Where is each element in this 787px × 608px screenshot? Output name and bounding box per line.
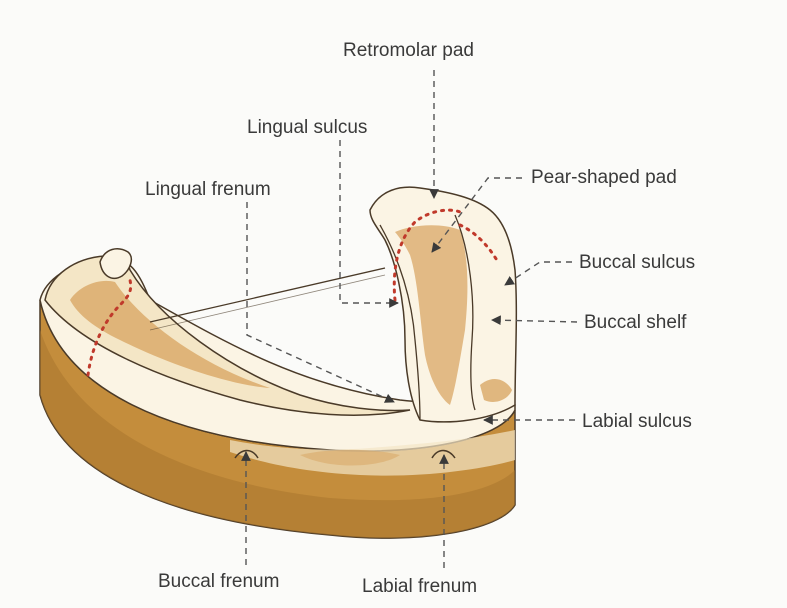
- label-labial-frenum: Labial frenum: [362, 577, 477, 596]
- label-buccal-frenum: Buccal frenum: [158, 572, 279, 591]
- label-labial-sulcus: Labial sulcus: [582, 412, 692, 431]
- label-lingual-sulcus: Lingual sulcus: [247, 118, 367, 137]
- label-pear-shaped-pad: Pear-shaped pad: [531, 168, 677, 187]
- lingual-line-2: [150, 275, 385, 330]
- label-retromolar-pad: Retromolar pad: [343, 41, 474, 60]
- label-buccal-shelf: Buccal shelf: [584, 313, 686, 332]
- lingual-line: [150, 268, 385, 322]
- label-buccal-sulcus: Buccal sulcus: [579, 253, 695, 272]
- label-lingual-frenum: Lingual frenum: [145, 180, 271, 199]
